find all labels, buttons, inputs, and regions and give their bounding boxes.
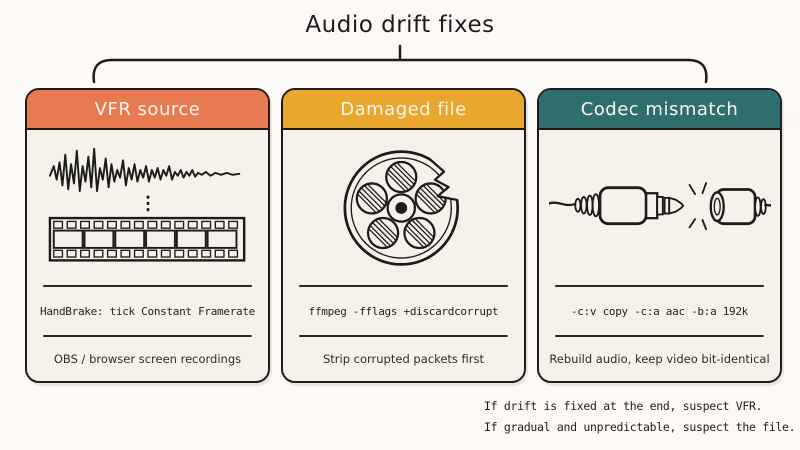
footnote-line-2: If gradual and unpredictable, suspect th… [484, 419, 796, 434]
bracket-icon [92, 44, 708, 84]
card-damaged-illustration [283, 130, 524, 285]
card-damaged-header-label: Damaged file [340, 98, 467, 120]
footnote-line-1: If drift is fixed at the end, suspect VF… [484, 399, 763, 413]
card-vfr-illustration [27, 130, 268, 285]
page-title: Audio drift fixes [305, 12, 495, 38]
waveform-filmstrip-icon [48, 147, 245, 262]
card-codec-command: -c:v copy -c:a aac -b:a 192k [570, 304, 749, 318]
diagnosis-footnote: If drift is fixed at the end, suspect VF… [484, 396, 796, 437]
card-vfr-tip: OBS / browser screen recordings [53, 352, 242, 366]
card-codec-mismatch: Codec mismatch [537, 88, 782, 383]
card-vfr-source: VFR source [25, 88, 270, 383]
grouping-bracket [88, 44, 712, 84]
card-damaged-header: Damaged file [283, 90, 524, 130]
card-damaged-divider-1 [299, 285, 508, 287]
card-codec-tip: Rebuild audio, keep video bit-identical [549, 352, 770, 366]
card-damaged-file: Damaged file [281, 88, 526, 383]
card-damaged-divider-2 [299, 335, 508, 337]
card-vfr-divider-1 [43, 285, 252, 287]
fix-cards: VFR source [25, 88, 782, 383]
card-vfr-divider-2 [43, 335, 252, 337]
card-vfr-header: VFR source [27, 90, 268, 130]
card-damaged-tip: Strip corrupted packets first [322, 352, 485, 366]
card-damaged-command: ffmpeg -fflags +discardcorrupt [308, 304, 499, 318]
broken-film-reel-icon [342, 145, 475, 266]
audio-jack-disconnect-icon [548, 181, 771, 230]
card-codec-illustration [539, 130, 780, 285]
card-codec-header-label: Codec mismatch [580, 98, 739, 120]
card-codec-divider-2 [555, 335, 764, 337]
card-codec-header: Codec mismatch [539, 90, 780, 130]
card-vfr-header-label: VFR source [94, 98, 201, 120]
card-vfr-command: HandBrake: tick Constant Framerate [40, 304, 255, 318]
card-codec-divider-1 [555, 285, 764, 287]
